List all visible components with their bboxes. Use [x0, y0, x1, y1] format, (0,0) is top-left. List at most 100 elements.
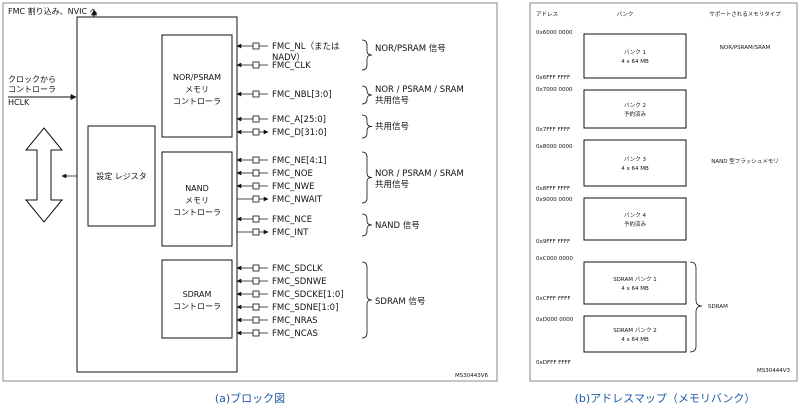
address-label: 0x6FFF FFFF — [536, 75, 570, 81]
signal-group-brace — [361, 85, 373, 105]
address-map-caption: (b)アドレスマップ（メモリバンク） — [575, 392, 756, 405]
address-label: 0xD000 0000 — [536, 317, 574, 323]
pin-square — [252, 128, 260, 136]
sdram-controller-line1: SDRAM — [183, 290, 212, 299]
signal-label: FMC_SDCLK — [272, 264, 323, 274]
hclk-label: HCLK — [8, 98, 30, 107]
address-label: 0x7000 0000 — [536, 87, 573, 93]
signal-label: FMC_NCE — [272, 215, 312, 225]
pin-square — [252, 90, 260, 98]
signal-label: NADV） — [272, 52, 305, 63]
config-register-block — [87, 125, 156, 227]
pin-square — [252, 156, 260, 164]
block-diagram-caption: (a)ブロック図 — [215, 391, 285, 405]
signal-label: FMC_NWAIT — [272, 195, 323, 205]
pin-square — [252, 329, 260, 337]
sdram-controller-line2: コントローラ — [173, 302, 221, 311]
signal-label: FMC_NWE — [272, 182, 315, 192]
signal-label: FMC_NOE — [272, 169, 313, 179]
block-diagram-panel: FMC 割り込み、NVIC へ クロックから コントローラ HCLK 設定 レジ… — [2, 2, 498, 382]
address-label: 0x7FFF FFFF — [536, 127, 570, 133]
pin-square — [252, 115, 260, 123]
bank-label: 4 x 64 MB — [621, 286, 649, 292]
address-label: 0x8000 0000 — [536, 144, 573, 150]
signal-group-brace — [361, 151, 373, 204]
signal-pins: FMC_NL（またはNADV）FMC_CLKFMC_NBL[3:0]FMC_A[… — [236, 41, 344, 339]
bus-double-arrow — [24, 127, 64, 223]
address-label: 0xC000 0000 — [536, 256, 573, 262]
signal-label: FMC_SDCKE[1:0] — [272, 290, 344, 300]
clock-label-line2: コントローラ — [8, 85, 56, 94]
address-label: 0x8FFF FFFF — [536, 186, 570, 192]
bank-label: SDRAM バンク 1 — [613, 276, 657, 283]
bank-label: 4 x 64 MB — [621, 166, 649, 172]
sdram-controller-block — [161, 259, 233, 339]
nor-controller-line1: NOR/PSRAM — [173, 73, 221, 82]
type-sdram: SDRAM — [708, 304, 728, 310]
bank-label: 4 x 64 MB — [621, 59, 649, 65]
header-address: アドレス — [536, 11, 558, 18]
signal-group-label: NOR/PSRAM 信号 — [375, 43, 446, 54]
type-nor-psram-sram: NOR/PSRAM/SRAM — [720, 45, 771, 51]
pin-square — [252, 195, 260, 203]
address-label: 0x9000 0000 — [536, 197, 573, 203]
signal-group-label: 共用信号 — [375, 121, 409, 132]
bank-label: バンク 4 — [624, 212, 647, 219]
pin-square — [252, 277, 260, 285]
signal-group-brace — [361, 261, 373, 339]
pin-square — [252, 264, 260, 272]
nand-controller-block — [161, 151, 233, 247]
bank-label: バンク 1 — [624, 49, 646, 56]
signal-label: FMC_INT — [272, 228, 309, 238]
nand-controller-line1: NAND — [185, 184, 209, 193]
signal-label: FMC_SDNE[1:0] — [272, 303, 338, 313]
signal-group-brace — [361, 39, 373, 71]
bank-box — [583, 315, 687, 353]
pin-square — [252, 303, 260, 311]
signal-label: FMC_A[25:0] — [272, 115, 326, 125]
sdram-brace — [689, 261, 703, 353]
bank-box — [583, 261, 687, 305]
panel-frame-right — [529, 2, 798, 382]
signal-label: FMC_NBL[3:0] — [272, 90, 332, 100]
signal-label: FMC_NCAS — [272, 329, 318, 339]
pin-square — [252, 316, 260, 324]
signal-group-label: NAND 信号 — [375, 220, 420, 231]
header-bank: バンク — [617, 11, 634, 18]
signal-group-label: 共用信号 — [375, 95, 409, 106]
fmc-irq-label: FMC 割り込み、NVIC へ — [8, 6, 98, 16]
nor-controller-line3: コントローラ — [173, 97, 221, 106]
panel-frame-left — [2, 2, 498, 382]
signal-group-label: SDRAM 信号 — [375, 296, 425, 307]
type-nand-flash: NAND 型フラッシュメモリ — [711, 157, 778, 165]
nor-controller-block — [161, 34, 233, 138]
signal-group-label: 共用信号 — [375, 179, 409, 190]
clock-label-line1: クロックから — [8, 75, 56, 84]
address-label: 0xCFFF FFFF — [536, 296, 571, 302]
bank-label: SDRAM バンク 2 — [613, 327, 657, 334]
address-map-code: MS30444V3 — [757, 368, 790, 374]
signal-label: FMC_D[31:0] — [272, 128, 327, 138]
signal-group-label: NOR / PSRAM / SRAM — [375, 169, 464, 179]
signal-label: FMC_NE[4:1] — [272, 156, 326, 166]
signal-group-brace — [361, 114, 373, 139]
address-label: 0x6000 0000 — [536, 30, 573, 36]
pin-square — [252, 228, 260, 236]
signal-label: FMC_CLK — [272, 61, 311, 71]
signal-group-brace — [361, 213, 373, 237]
signal-group-label: NOR / PSRAM / SRAM — [375, 85, 464, 95]
signal-label: FMC_NRAS — [272, 316, 318, 326]
bank-box — [583, 139, 687, 187]
nor-controller-line2: メモリ — [185, 85, 209, 94]
bank-label: 予約済み — [624, 220, 647, 228]
address-map-panel: アドレス バンク サポートされるメモリタイプ 0x6000 0000 0x6FFF… — [529, 2, 798, 382]
bank-label: 予約済み — [624, 110, 647, 118]
pin-square — [252, 215, 260, 223]
block-diagram-code: MS30443V6 — [455, 373, 488, 379]
header-memory-type: サポートされるメモリタイプ — [709, 10, 781, 18]
bank-label: 4 x 64 MB — [621, 337, 649, 343]
bank-box — [583, 197, 687, 241]
pin-square — [252, 182, 260, 190]
